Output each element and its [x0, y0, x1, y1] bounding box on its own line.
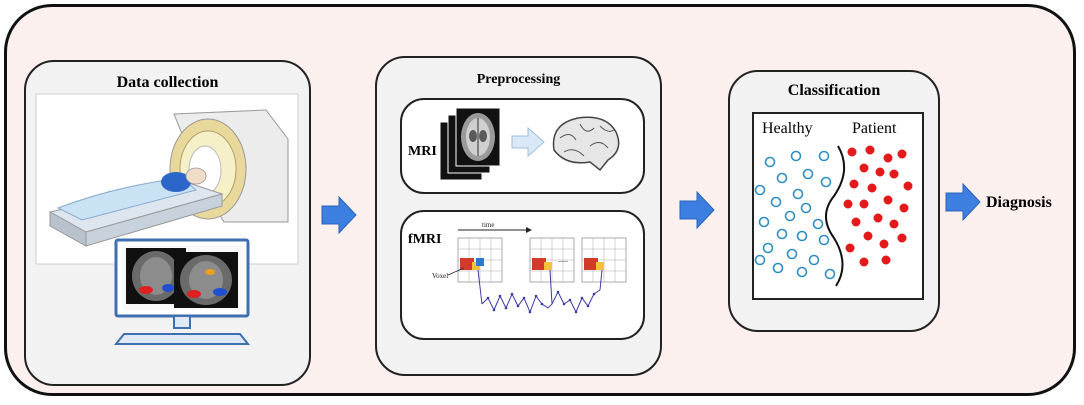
mri-label: MRI — [408, 144, 437, 159]
healthy-label: Healthy — [762, 120, 813, 137]
ellipsis-label: ..... — [558, 255, 568, 264]
flow-arrow-icon — [679, 190, 715, 230]
fmri-label: fMRI — [408, 232, 442, 247]
classification-title: Classification — [787, 82, 881, 99]
mri-slices-to-brain-illustration — [439, 107, 620, 181]
data-collection-title: Data collection — [116, 74, 219, 91]
flow-arrow-icon — [945, 182, 981, 222]
mri-scanner-illustration — [35, 93, 299, 265]
voxel-label: Voxel — [432, 272, 448, 280]
computer-monitor-icon — [113, 238, 251, 345]
diagnosis-label: Diagnosis — [986, 194, 1052, 211]
flow-arrow-icon — [321, 195, 357, 235]
time-axis-label: time — [482, 221, 494, 229]
fmri-voxel-timeseries-illustration: time Voxel ..... — [432, 221, 627, 314]
patient-label: Patient — [852, 120, 897, 137]
classification-plot-area: Healthy Patient — [752, 112, 924, 300]
classification-scatter — [754, 145, 913, 287]
preprocessing-title: Preprocessing — [476, 72, 561, 87]
